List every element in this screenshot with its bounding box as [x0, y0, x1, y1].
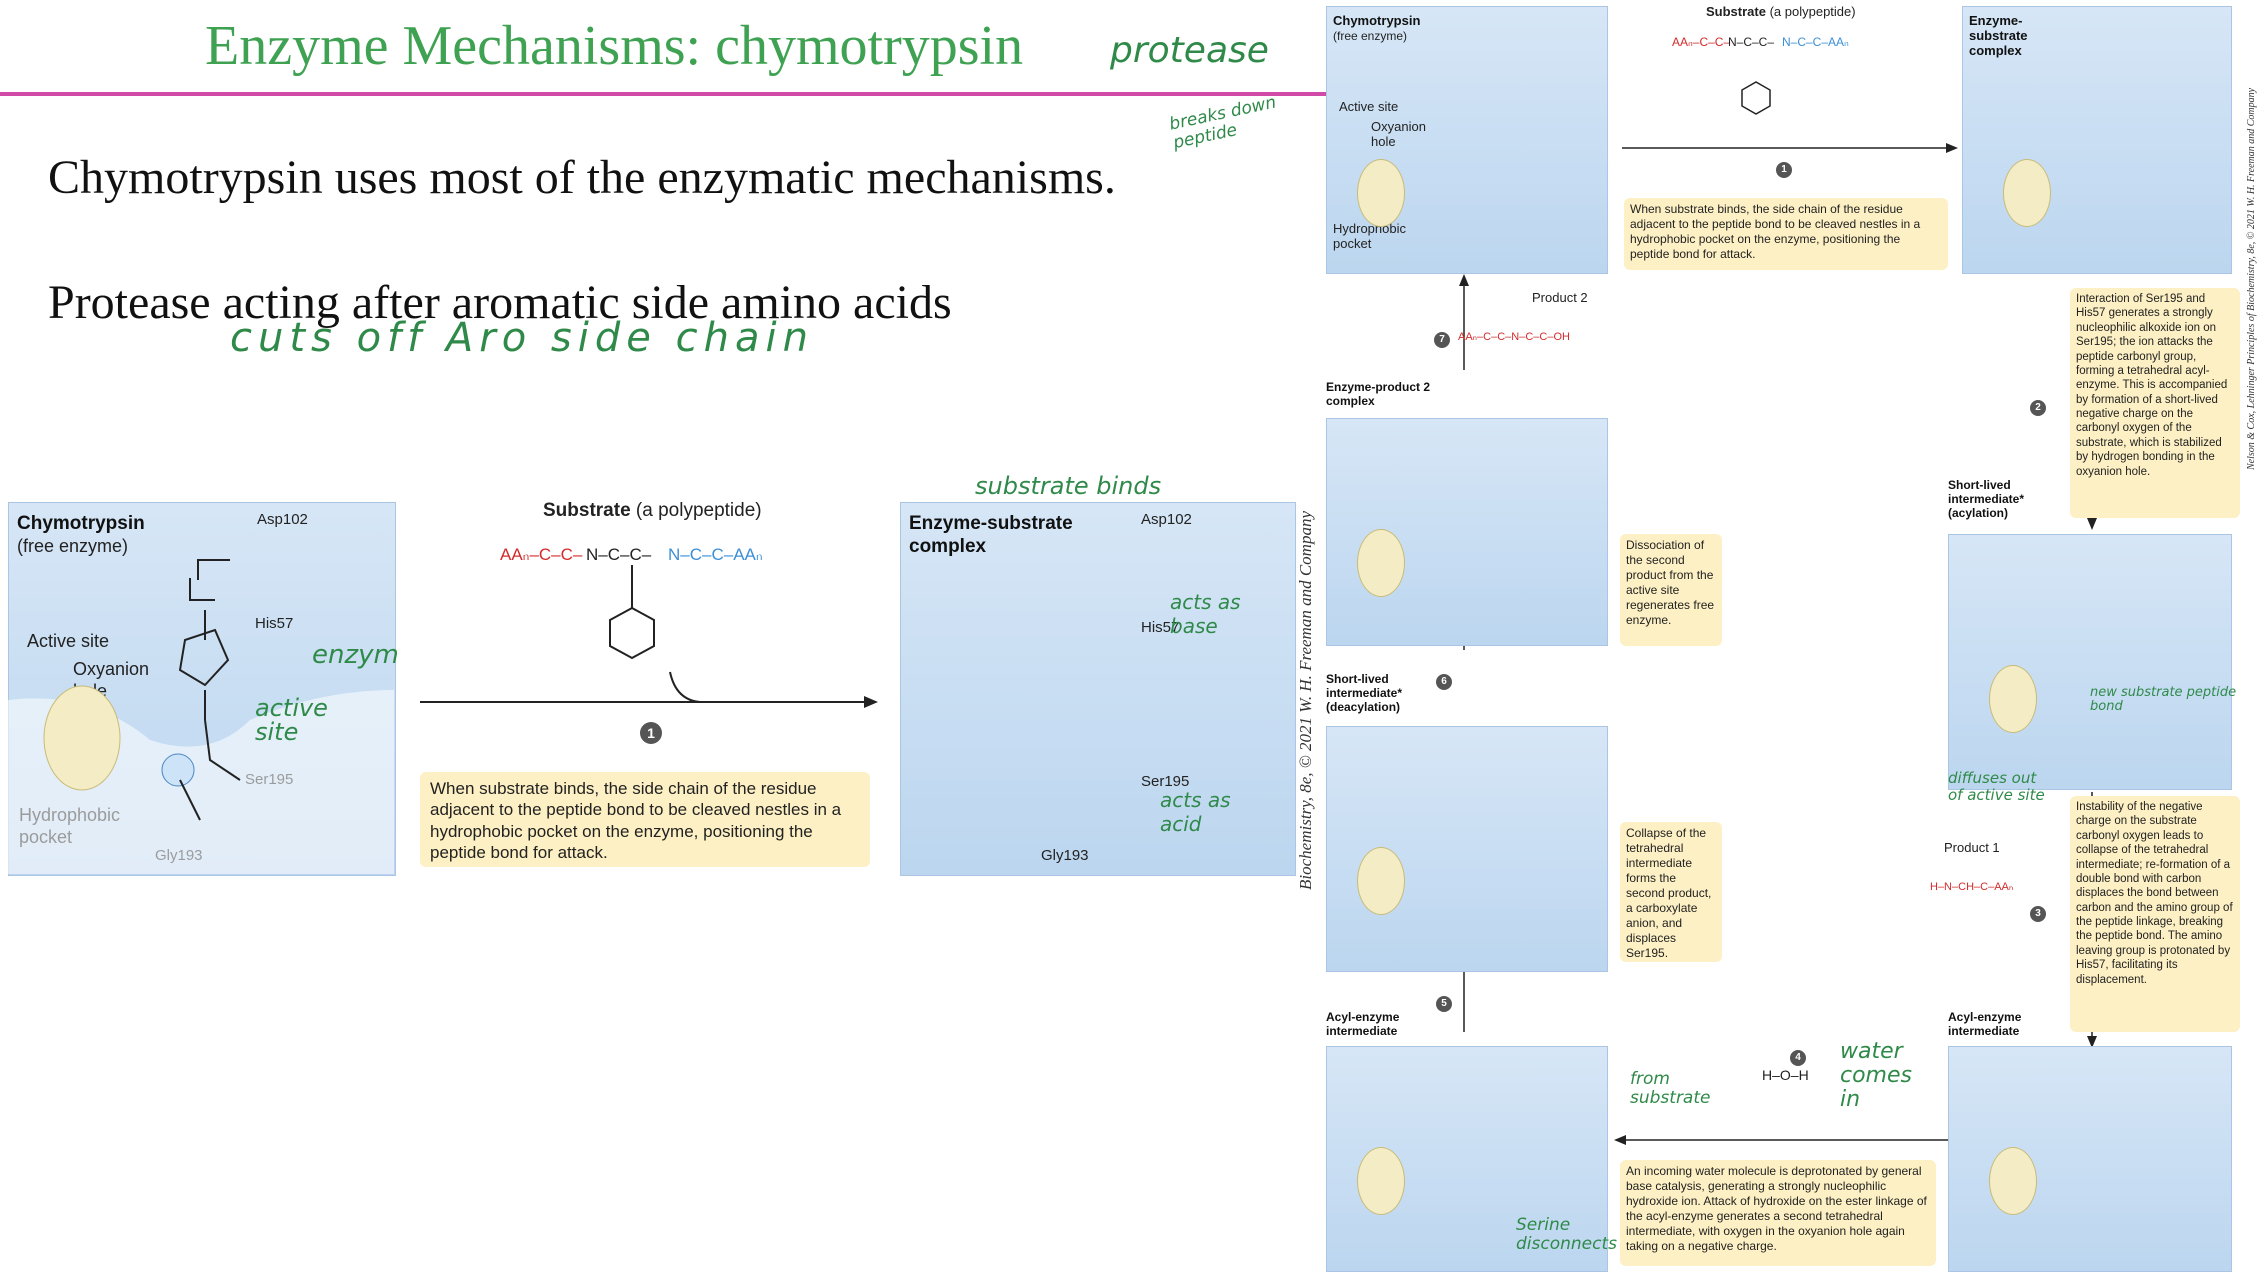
side-credit: Nelson & Cox, Lehninger Principles of Bi…: [2246, 87, 2257, 470]
svg-text:N–C–C–AAₙ: N–C–C–AAₙ: [1782, 35, 1849, 49]
handwritten-new-bond: new substrate peptide bond: [2090, 685, 2237, 715]
es-his-label: His57: [1141, 619, 1180, 636]
cycle-step-1-note: When substrate binds, the side chain of …: [1624, 198, 1948, 270]
svg-text:N–C–C–: N–C–C–: [586, 545, 652, 564]
svg-text:AAₙ–C–C–N–C–C–OH: AAₙ–C–C–N–C–C–OH: [1458, 331, 1570, 343]
bullet-mechanisms: Chymotrypsin uses most of the enzymatic …: [48, 151, 1116, 204]
cycle-step-7: 7: [1434, 332, 1450, 348]
handwritten-active-site: active site: [255, 694, 328, 746]
svg-text:AAₙ–C–C–: AAₙ–C–C–: [1672, 35, 1730, 49]
hydrophobic-pocket-label: Hydrophobic pocket: [19, 805, 121, 847]
cycle-step-5: 5: [1436, 996, 1452, 1012]
step-1-badge: 1: [640, 722, 662, 744]
cycle-pocket-shape: [1357, 159, 1405, 227]
short-lived-acyl-label: Short-lived intermediate* (acylation): [1948, 478, 2025, 520]
cycle-acyl-pocket: [1989, 665, 2037, 733]
figure-credit: Biochemistry, 8e, © 2021 W. H. Freeman a…: [1296, 511, 1315, 890]
ser-label: Ser195: [245, 771, 294, 788]
substrate-title-bold: Substrate: [543, 500, 631, 521]
svg-text:H–O–H: H–O–H: [1762, 1067, 1809, 1083]
product-2-label: Product 2: [1532, 290, 1588, 305]
handwritten-from-substrate: from substrate: [1630, 1069, 1711, 1108]
panel-enzyme-substrate-complex: Enzyme-substrate complex Asp102 His57 Se…: [900, 502, 1296, 876]
cycle-acyl-left-pocket: [1357, 1147, 1405, 1215]
handwritten-serine-disconnects: Serine disconnects: [1516, 1215, 1617, 1254]
cycle-substrate-sub: (a polypeptide): [1769, 4, 1856, 19]
substrate-subtitle: (a polypeptide): [635, 500, 762, 521]
title-divider: [0, 92, 1330, 96]
active-site-label: Active site: [27, 631, 110, 651]
cycle-free-enzyme-title: Chymotrypsin: [1333, 13, 1421, 28]
oxyanion-hole-label: Oxyanion hole: [73, 659, 150, 701]
cycle-short-acyl: [1948, 534, 2232, 790]
cycle-step-3-note: Instability of the negative charge on th…: [2070, 796, 2240, 1032]
free-enzyme-subtitle: (free enzyme): [17, 536, 129, 556]
substrate-title: Substrate (a polypeptide): [543, 500, 762, 522]
cycle-step-4-note: An incoming water molecule is deprotonat…: [1620, 1160, 1936, 1266]
asp-label: Asp102: [257, 511, 308, 528]
handwritten-substrate-binds: substrate binds: [975, 472, 1162, 500]
handwritten-diffuses-out: diffuses out of active site: [1948, 769, 2045, 804]
slide-title: Enzyme Mechanisms: chymotrypsin: [205, 15, 1024, 77]
cycle-acyl-right-pocket: [1989, 1147, 2037, 1215]
cycle-short-deacyl: [1326, 726, 1608, 972]
cycle-substrate-bold: Substrate: [1706, 4, 1766, 19]
cycle-es-pocket: [2003, 159, 2051, 227]
gly-label: Gly193: [155, 847, 203, 864]
cycle-acyl-right: [1948, 1046, 2232, 1272]
cycle-step-5-note: Collapse of the tetrahedral intermediate…: [1620, 822, 1722, 962]
cycle-acyl-left: [1326, 1046, 1608, 1272]
svg-text:N–C–C–AAₙ: N–C–C–AAₙ: [668, 545, 763, 564]
svg-text:AAₙ–C–C–: AAₙ–C–C–: [500, 545, 583, 564]
cycle-enzyme-product-2: [1326, 418, 1608, 646]
cycle-oxyanion: Oxyanion hole: [1371, 119, 1426, 149]
cycle-ep2-pocket: [1357, 529, 1405, 597]
cycle-step-4: 4: [1790, 1050, 1806, 1066]
cycle-step-3: 3: [2030, 906, 2046, 922]
svg-text:H–N–CH–C–AAₙ: H–N–CH–C–AAₙ: [1930, 881, 2013, 893]
handwritten-protease: protease: [1110, 30, 1269, 71]
handwritten-enzym: enzym: [312, 640, 399, 670]
es-asp-label: Asp102: [1141, 511, 1192, 528]
cycle-step-6: 6: [1436, 674, 1452, 690]
cycle-active-site: Active site: [1339, 99, 1399, 114]
short-lived-deacyl-label: Short-lived intermediate* (deacylation): [1326, 672, 1403, 714]
product-1-label: Product 1: [1944, 840, 2000, 855]
panel-free-enzyme: Chymotrypsin (free enzyme) Asp102 His57 …: [8, 502, 396, 876]
free-enzyme-title: Chymotrypsin: [17, 513, 145, 534]
cycle-substrate-title: Substrate (a polypeptide): [1706, 4, 1856, 19]
es-ser-label: Ser195: [1141, 773, 1190, 790]
cycle-es-title: Enzyme-substrate complex: [1969, 13, 2028, 58]
cycle-step-2: 2: [2030, 400, 2046, 416]
bullet-protease: Protease acting after aromatic side amin…: [48, 276, 952, 329]
his-label: His57: [255, 615, 294, 632]
handwritten-cuts-off: cuts off Aro side chain: [230, 315, 814, 361]
handwritten-acts-as-acid: acts as acid: [1160, 788, 1231, 836]
step-1-note: When substrate binds, the side chain of …: [420, 772, 870, 867]
acyl-right-label: Acyl-enzyme intermediate: [1948, 1010, 2022, 1038]
cycle-free-enzyme-sub: (free enzyme): [1333, 29, 1408, 43]
es-complex-title: Enzyme-substrate complex: [909, 513, 1073, 557]
handwritten-water-comes-in: water comes in: [1840, 1039, 1912, 1113]
cycle-step-2-note: Interaction of Ser195 and His57 generate…: [2070, 288, 2240, 518]
ep2-label: Enzyme-product 2 complex: [1326, 380, 1431, 408]
cycle-free-enzyme: Chymotrypsin (free enzyme) Active site O…: [1326, 6, 1608, 274]
cycle-deacyl-pocket: [1357, 847, 1405, 915]
cycle-step-6-note: Dissociation of the second product from …: [1620, 534, 1722, 646]
es-gly-label: Gly193: [1041, 847, 1089, 864]
cycle-es-complex: Enzyme-substrate complex: [1962, 6, 2232, 274]
acyl-left-label: Acyl-enzyme intermediate: [1326, 1010, 1400, 1038]
cycle-step-1: 1: [1776, 162, 1792, 178]
handwritten-acts-as-base: acts as base: [1170, 590, 1241, 638]
svg-text:N–C–C–: N–C–C–: [1728, 35, 1774, 49]
